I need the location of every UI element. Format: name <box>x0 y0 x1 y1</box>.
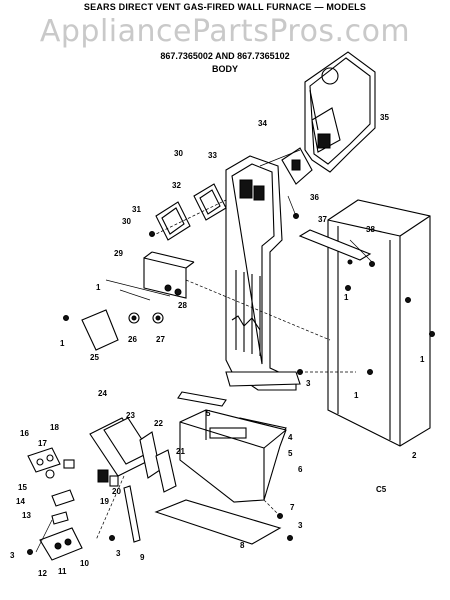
callout-12: 12 <box>38 569 47 578</box>
callout-17: 17 <box>38 439 47 448</box>
callout-32: 32 <box>172 181 181 190</box>
callout-25: 25 <box>90 353 99 362</box>
callout-29: 29 <box>114 249 123 258</box>
diagram-section: BODY <box>211 64 238 74</box>
callout-20: 20 <box>112 487 121 496</box>
callout-1a: 1 <box>96 283 101 292</box>
part-21-panel <box>155 449 177 493</box>
callout-22: 22 <box>154 419 163 428</box>
callout-34: 34 <box>258 119 267 128</box>
watermark: AppliancePartsPros.com <box>39 14 411 49</box>
part-16-control <box>27 447 61 473</box>
part-34-gasket <box>281 147 313 185</box>
callout-8: 8 <box>240 541 245 550</box>
callout-7: 7 <box>290 503 295 512</box>
callout-3d: 3 <box>116 549 121 558</box>
callout-27: 27 <box>156 335 165 344</box>
callout-37: 37 <box>318 215 327 224</box>
part-27-grommet <box>152 312 164 324</box>
part-35-vent-panel <box>304 51 376 173</box>
callout-3a: 3 <box>306 379 311 388</box>
callout-36: 36 <box>310 193 319 202</box>
part-31-gasket <box>155 201 191 241</box>
part-5-rail <box>177 391 227 407</box>
callout-1d: 1 <box>420 355 425 364</box>
callout-38: 38 <box>366 225 375 234</box>
part-13-clip <box>51 511 69 525</box>
callout-26: 26 <box>128 335 137 344</box>
callout-4: 4 <box>288 433 293 442</box>
callout-5a: 5 <box>206 409 211 418</box>
callout-labels: 35 34 33 30 32 36 31 30 37 38 29 1 28 1 … <box>10 113 425 578</box>
callout-3b: 3 <box>298 521 303 530</box>
screw-icons <box>27 213 435 555</box>
part-33-heat-exchanger <box>225 155 301 391</box>
leader-lines <box>35 149 373 553</box>
callout-16: 16 <box>20 429 29 438</box>
callout-6: 6 <box>298 465 303 474</box>
part-18-part <box>63 459 75 469</box>
callout-9: 9 <box>140 553 145 562</box>
part-10-valve <box>39 527 83 561</box>
callout-23: 23 <box>126 411 135 420</box>
callout-1e: 1 <box>354 391 359 400</box>
part-37-bar <box>298 229 372 265</box>
callout-3c: 3 <box>10 551 15 560</box>
callout-14: 14 <box>16 497 25 506</box>
callout-21: 21 <box>176 447 185 456</box>
callout-15: 15 <box>18 483 27 492</box>
part-9-rod <box>123 485 141 543</box>
part-20-part <box>109 475 119 487</box>
diagram-models: 867.7365002 AND 867.7365102 <box>160 51 290 61</box>
callout-30: 30 <box>122 217 131 226</box>
callout-2: 2 <box>412 451 417 460</box>
callout-30-top: 30 <box>174 149 183 158</box>
callout-31: 31 <box>132 205 141 214</box>
part-14-bracket <box>51 489 75 507</box>
part-25-cover <box>81 309 119 351</box>
callout-28: 28 <box>178 301 187 310</box>
callout-18: 18 <box>50 423 59 432</box>
callout-1b: 1 <box>60 339 65 348</box>
part-26-grommet <box>128 312 140 324</box>
callout-13: 13 <box>22 511 31 520</box>
callout-33: 33 <box>208 151 217 160</box>
callout-19: 19 <box>100 497 109 506</box>
part-2-cabinet <box>327 199 431 447</box>
diagram-title: SEARS DIRECT VENT GAS-FIRED WALL FURNACE… <box>83 2 367 12</box>
callout-c5: C5 <box>376 485 387 494</box>
callout-11: 11 <box>58 567 67 576</box>
part-8-bottom-plate <box>154 499 282 545</box>
callout-5b: 5 <box>288 449 293 458</box>
callout-24: 24 <box>98 389 107 398</box>
part-6-burner-box <box>179 409 287 503</box>
callout-35: 35 <box>380 113 389 122</box>
part-19-valve <box>97 469 109 483</box>
callout-1c: 1 <box>344 293 349 302</box>
callout-10: 10 <box>80 559 89 568</box>
part-29-bracket <box>143 251 195 299</box>
part-17-knob <box>45 469 55 479</box>
